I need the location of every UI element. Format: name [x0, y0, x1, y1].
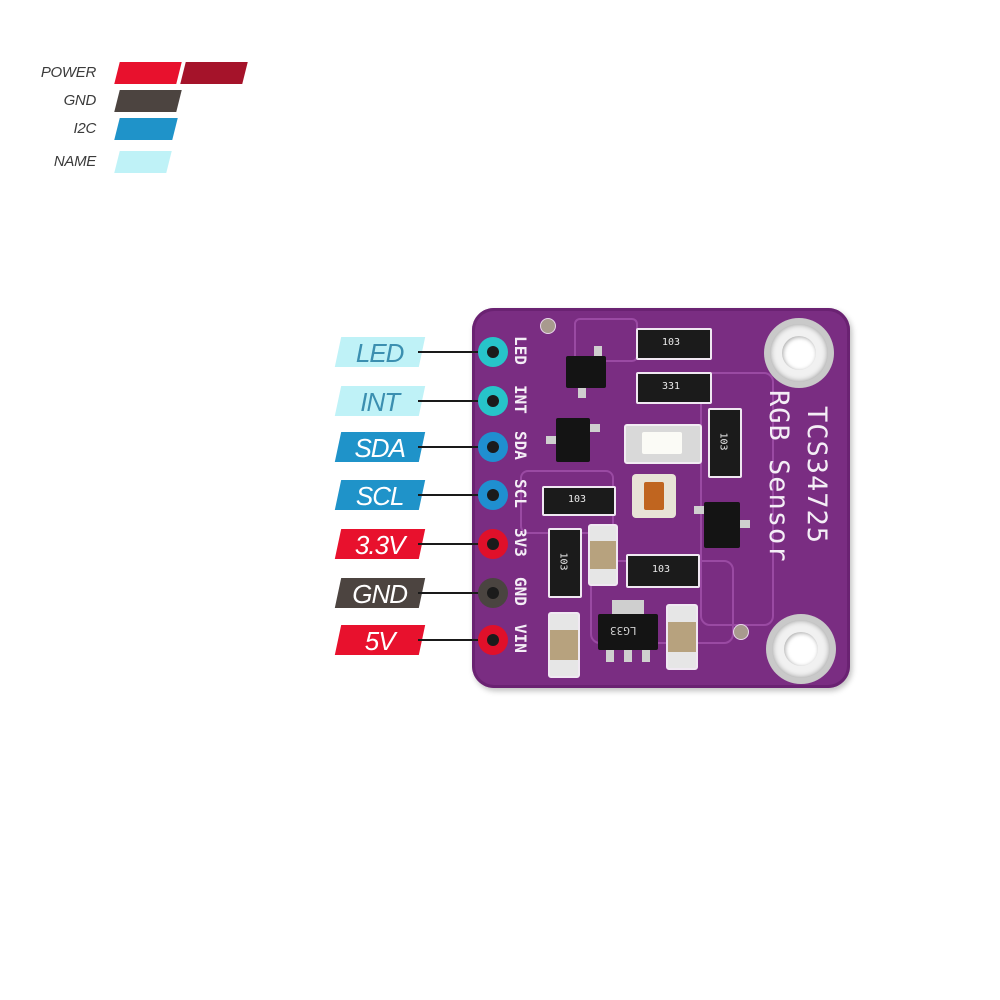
regulator-leg	[606, 650, 614, 662]
legend-label: I2C	[73, 120, 97, 137]
transistor-leg	[594, 346, 602, 356]
legend-label: POWER	[40, 64, 96, 81]
pin-pad	[478, 625, 508, 655]
pin-label-gnd: GND	[334, 578, 426, 609]
pin-label-33v: 3.3V	[334, 529, 426, 560]
pin-lead-line	[418, 400, 492, 402]
regulator-tab	[612, 600, 644, 614]
regulator-leg	[642, 650, 650, 662]
pin-label-text: GND	[352, 579, 408, 609]
color-sensor-chip	[632, 474, 676, 518]
led-lens	[642, 432, 682, 454]
pin-silkscreen-label: INT	[511, 385, 530, 414]
pin-pad	[478, 529, 508, 559]
resistor: 103	[708, 408, 742, 478]
voltage-regulator: LG33	[598, 614, 658, 650]
pin-lead-line	[418, 543, 492, 545]
pin-lead-line	[418, 446, 492, 448]
pin-label-text: SDA	[354, 433, 405, 463]
pin-lead-line	[418, 639, 492, 641]
mounting-hole	[770, 324, 828, 382]
legend-swatch-power	[114, 62, 182, 84]
pin-label-int: INT	[334, 386, 426, 417]
resistor: 103	[636, 328, 712, 360]
transistor-leg	[740, 520, 750, 528]
pin-lead-line	[418, 351, 492, 353]
pin-pad	[478, 386, 508, 416]
transistor-leg	[578, 388, 586, 398]
pin-label-scl: SCL	[334, 480, 426, 511]
mounting-hole	[772, 620, 830, 678]
transistor-leg	[694, 506, 704, 514]
legend-swatch-gnd	[114, 90, 182, 112]
legend-item-gnd: GND	[0, 90, 260, 114]
regulator-code: LG33	[610, 624, 637, 637]
legend-label: GND	[63, 92, 97, 109]
pin-silkscreen-label: SCL	[511, 479, 530, 508]
board-subtitle: RGB Sensor	[763, 390, 794, 563]
pin-pad	[478, 578, 508, 608]
pin-label-text: 5V	[364, 626, 395, 656]
white-led	[624, 424, 702, 464]
transistor-leg	[590, 424, 600, 432]
pin-lead-line	[418, 494, 492, 496]
legend-swatch-i2c	[114, 118, 178, 140]
pin-silkscreen-label: 3V3	[511, 528, 530, 557]
transistor	[556, 418, 590, 462]
legend-item-name: NAME	[0, 151, 260, 175]
resistor-code: 103	[717, 432, 729, 451]
pin-silkscreen-label: SDA	[511, 431, 530, 460]
pin-pad	[478, 432, 508, 462]
resistor-code: 103	[568, 494, 587, 505]
legend-item-i2c: I2C	[0, 118, 260, 142]
via	[540, 318, 556, 334]
resistor-code: 331	[662, 381, 681, 392]
pin-label-text: LED	[355, 338, 404, 368]
transistor	[704, 502, 740, 548]
legend-swatch-name	[114, 151, 172, 173]
pin-silkscreen-label: LED	[511, 336, 530, 365]
pin-label-text: SCL	[355, 481, 404, 511]
pin-label-led: LED	[334, 337, 426, 368]
via	[733, 624, 749, 640]
pin-pad	[478, 480, 508, 510]
pin-silkscreen-label: VIN	[511, 624, 530, 653]
resistor-code: 103	[662, 337, 681, 348]
capacitor	[548, 612, 580, 678]
resistor: 331	[636, 372, 712, 404]
legend-label: NAME	[53, 153, 96, 170]
pin-label-sda: SDA	[334, 432, 426, 463]
capacitor	[666, 604, 698, 670]
legend-swatch-power-alt	[180, 62, 248, 84]
legend-item-power: POWER	[0, 62, 260, 86]
transistor-leg	[546, 436, 556, 444]
pin-label-text: 3.3V	[354, 530, 405, 560]
capacitor	[588, 524, 618, 586]
board-title: TCS34725	[801, 406, 832, 545]
resistor-code: 103	[652, 564, 671, 575]
pin-pad	[478, 337, 508, 367]
pin-lead-line	[418, 592, 492, 594]
regulator-leg	[624, 650, 632, 662]
transistor	[566, 356, 606, 388]
sensor-die	[644, 482, 664, 510]
pin-label-5v: 5V	[334, 625, 426, 656]
resistor: 103	[542, 486, 616, 516]
resistor-code: 103	[557, 552, 569, 571]
resistor: 103	[548, 528, 582, 598]
pin-silkscreen-label: GND	[511, 577, 530, 606]
resistor: 103	[626, 554, 700, 588]
pin-label-text: INT	[360, 387, 400, 417]
